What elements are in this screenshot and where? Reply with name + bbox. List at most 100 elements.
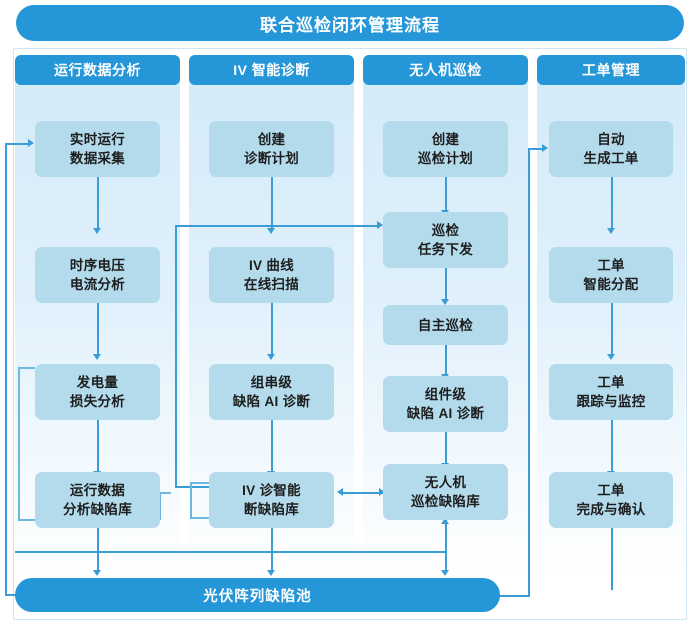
node-work-order-smart-assignment[interactable]: 工单 智能分配 — [549, 247, 673, 303]
node-line1: IV 曲线 — [248, 258, 294, 273]
node-operation-data-defect-library[interactable]: 运行数据 分析缺陷库 — [35, 472, 160, 528]
node-line2: 巡检计划 — [417, 151, 474, 166]
node-line1: 工单 — [597, 483, 625, 498]
arrowhead-c4-n1 — [542, 144, 548, 152]
node-line1: 创建 — [257, 132, 286, 147]
node-iv-curve-online-scan[interactable]: IV 曲线 在线扫描 — [209, 247, 334, 303]
node-line1: 组串级 — [250, 375, 293, 390]
node-iv-diagnosis-defect-library[interactable]: IV 诊智能 断缺陷库 — [209, 472, 334, 528]
connector-lib-c2-c3-bidirectional — [340, 492, 384, 494]
node-autonomous-inspection[interactable]: 自主巡检 — [383, 305, 508, 345]
node-line1: 工单 — [597, 375, 625, 390]
feedback-left-outer-vertical — [5, 143, 7, 595]
loop-c1-inner-top — [18, 367, 35, 369]
connector-c1-n2-n3 — [97, 303, 99, 355]
node-uav-inspection-defect-library[interactable]: 无人机 巡检缺陷库 — [383, 464, 508, 520]
node-line1: 创建 — [431, 132, 460, 147]
arrowhead-c3-n3 — [441, 299, 449, 305]
diagram-frame — [13, 48, 687, 620]
arrowhead-pool-from-c1 — [93, 570, 101, 576]
column-header-operation-data[interactable]: 运行数据分析 — [15, 55, 180, 85]
connector-c3-lib-to-pool — [445, 520, 447, 572]
loop-c1-inner-right-stub — [159, 492, 171, 494]
arrowhead-c2-n3 — [267, 354, 275, 360]
node-inspection-task-dispatch[interactable]: 巡检 任务下发 — [383, 212, 508, 268]
node-string-level-ai-defect-diagnosis[interactable]: 组串级 缺陷 AI 诊断 — [209, 364, 334, 420]
arrowhead-pool-from-c3 — [441, 570, 449, 576]
node-line1: 时序电压 — [69, 258, 126, 273]
node-line1: IV 诊智能 — [242, 483, 301, 498]
column-header-uav-inspection[interactable]: 无人机巡检 — [363, 55, 528, 85]
connector-c4-n2-n3 — [611, 303, 613, 355]
node-line2: 诊断计划 — [243, 151, 300, 166]
connector-c2-lib-to-pool — [271, 528, 273, 572]
connector-c4-n1-n2 — [611, 177, 613, 229]
connector-c2-n3-n4 — [271, 420, 273, 472]
connector-c3-n2-n3 — [445, 268, 447, 300]
node-module-level-ai-defect-diagnosis[interactable]: 组件级 缺陷 AI 诊断 — [383, 376, 508, 432]
connector-c3-n3-n4 — [445, 345, 447, 375]
node-line1: 自动 — [597, 132, 625, 147]
connector-c4-tail — [611, 528, 613, 590]
diagram-title: 联合巡检闭环管理流程 — [16, 5, 684, 41]
node-line1: 自主巡检 — [417, 317, 474, 333]
node-line2: 缺陷 AI 诊断 — [232, 394, 311, 409]
arrowhead-lib-c3-in — [379, 488, 385, 496]
node-line2: 生成工单 — [583, 151, 639, 166]
arrowhead-c1-n2 — [93, 228, 101, 234]
node-work-order-completion-confirmation[interactable]: 工单 完成与确认 — [549, 472, 673, 528]
connector-c1-lib-to-pool — [97, 528, 99, 572]
column-header-work-order[interactable]: 工单管理 — [537, 55, 685, 85]
node-line1: 运行数据 — [69, 483, 126, 498]
pv-array-defect-pool[interactable]: 光伏阵列缺陷池 — [15, 578, 500, 612]
connector-c2-loop-vertical — [175, 225, 177, 487]
node-line2: 任务下发 — [417, 242, 474, 257]
node-work-order-tracking-monitoring[interactable]: 工单 跟踪与监控 — [549, 364, 673, 420]
node-line2: 分析缺陷库 — [63, 502, 132, 517]
connector-c2-n2-n3 — [271, 303, 273, 355]
connector-c2-loop-bottom — [175, 486, 211, 488]
node-auto-generate-work-order[interactable]: 自动 生成工单 — [549, 121, 673, 177]
node-create-inspection-plan[interactable]: 创建 巡检计划 — [383, 121, 508, 177]
loop-c2-lib-vertical — [190, 482, 192, 518]
connector-c1-n3-n4 — [97, 420, 99, 472]
feedback-left-outer-bottom — [5, 594, 17, 596]
node-line1: 巡检 — [431, 223, 460, 238]
arrowhead-c4-n2 — [607, 228, 615, 234]
node-line1: 发电量 — [76, 375, 119, 390]
feedback-left-outer-top — [5, 143, 28, 145]
connector-c2-n1-n2 — [271, 177, 273, 229]
arrowhead-c3-dispatch — [377, 221, 383, 229]
node-line2: 缺陷 AI 诊断 — [406, 406, 485, 421]
node-realtime-data-collection[interactable]: 实时运行 数据采集 — [35, 121, 160, 177]
connector-c3-n4-n5 — [445, 432, 447, 464]
column-header-iv-diagnosis[interactable]: IV 智能诊断 — [189, 55, 354, 85]
node-line1: 实时运行 — [69, 132, 126, 147]
node-line2: 电流分析 — [69, 277, 126, 292]
connector-pool-to-c4-bottom — [498, 595, 530, 597]
connector-c3-n1-n2 — [445, 177, 447, 211]
arrowhead-c1-n1-feedback — [28, 139, 34, 147]
arrowhead-c4-n3 — [607, 354, 615, 360]
node-create-diagnosis-plan[interactable]: 创建 诊断计划 — [209, 121, 334, 177]
connector-c4-n3-n4 — [611, 420, 613, 472]
arrowhead-c1-n3 — [93, 354, 101, 360]
connector-pool-feedback-horizontal — [15, 551, 446, 553]
arrowhead-c3-lib-return — [441, 518, 449, 524]
node-voltage-current-analysis[interactable]: 时序电压 电流分析 — [35, 247, 160, 303]
arrowhead-lib-c2-in — [337, 488, 343, 496]
arrowhead-pool-from-c2 — [267, 570, 275, 576]
connector-c2-to-c3-dispatch-horizontal — [175, 225, 378, 227]
connector-c1-n1-n2 — [97, 177, 99, 229]
node-line2: 在线扫描 — [243, 277, 300, 292]
node-line1: 工单 — [597, 258, 625, 273]
loop-c1-inner-vertical — [18, 367, 20, 520]
node-line1: 组件级 — [424, 387, 467, 402]
node-line2: 数据采集 — [69, 151, 126, 166]
node-line2: 完成与确认 — [576, 502, 646, 517]
loop-c2-lib-top — [190, 482, 210, 484]
node-line2: 智能分配 — [583, 277, 639, 292]
connector-pool-to-c4-top — [528, 148, 542, 150]
node-generation-loss-analysis[interactable]: 发电量 损失分析 — [35, 364, 160, 420]
